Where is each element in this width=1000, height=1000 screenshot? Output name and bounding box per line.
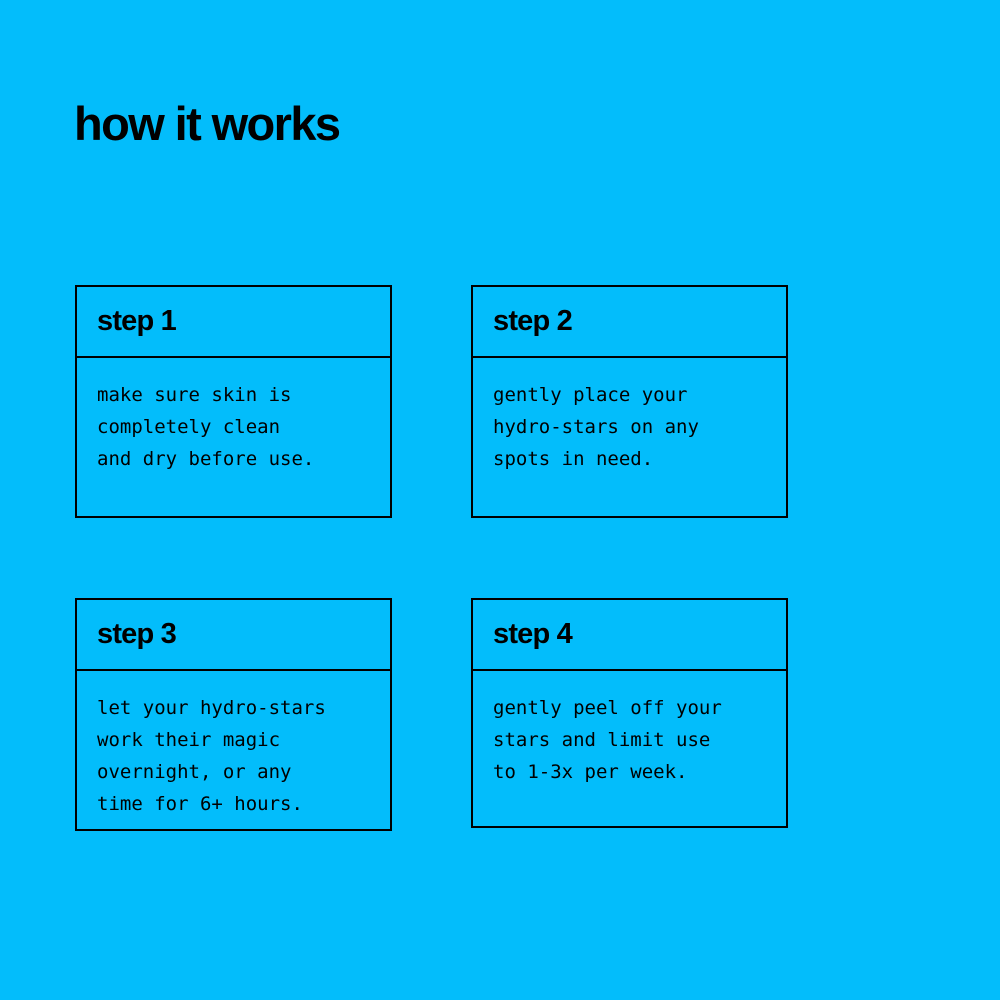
page-title: how it works bbox=[74, 97, 341, 150]
step-card-3-header: step 3 bbox=[77, 600, 390, 671]
step-card-2: step 2 gently place your hydro-stars on … bbox=[471, 285, 788, 518]
steps-grid: step 1 make sure skin is completely clea… bbox=[75, 285, 788, 831]
step-card-3-line: time for 6+ hours. bbox=[97, 793, 303, 815]
step-card-2-line: gently place your bbox=[493, 384, 688, 406]
step-card-2-line: hydro-stars on any bbox=[493, 416, 699, 438]
step-card-3-line: overnight, or any bbox=[97, 761, 292, 783]
step-card-4-line: stars and limit use bbox=[493, 729, 711, 751]
step-card-3-title: step 3 bbox=[97, 618, 177, 650]
step-card-4-header: step 4 bbox=[473, 600, 786, 671]
step-card-3-line: let your hydro-stars bbox=[97, 697, 326, 719]
step-card-1: step 1 make sure skin is completely clea… bbox=[75, 285, 392, 518]
step-card-1-line: and dry before use. bbox=[97, 448, 315, 470]
step-card-4-body: gently peel off your stars and limit use… bbox=[473, 671, 786, 826]
step-card-4-line: gently peel off your bbox=[493, 697, 722, 719]
step-card-2-body: gently place your hydro-stars on any spo… bbox=[473, 358, 786, 516]
step-card-1-line: completely clean bbox=[97, 416, 281, 438]
step-card-4-line: to 1-3x per week. bbox=[493, 761, 688, 783]
step-card-2-line: spots in need. bbox=[493, 448, 654, 470]
step-card-1-body: make sure skin is completely clean and d… bbox=[77, 358, 390, 516]
step-card-3-body: let your hydro-stars work their magic ov… bbox=[77, 671, 390, 829]
step-card-1-line: make sure skin is bbox=[97, 384, 292, 406]
step-card-4-title: step 4 bbox=[493, 618, 573, 650]
step-card-1-title: step 1 bbox=[97, 305, 177, 337]
step-card-2-title: step 2 bbox=[493, 305, 573, 337]
step-card-2-header: step 2 bbox=[473, 287, 786, 358]
step-card-3: step 3 let your hydro-stars work their m… bbox=[75, 598, 392, 831]
step-card-1-header: step 1 bbox=[77, 287, 390, 358]
step-card-4: step 4 gently peel off your stars and li… bbox=[471, 598, 788, 828]
step-card-3-line: work their magic bbox=[97, 729, 281, 751]
